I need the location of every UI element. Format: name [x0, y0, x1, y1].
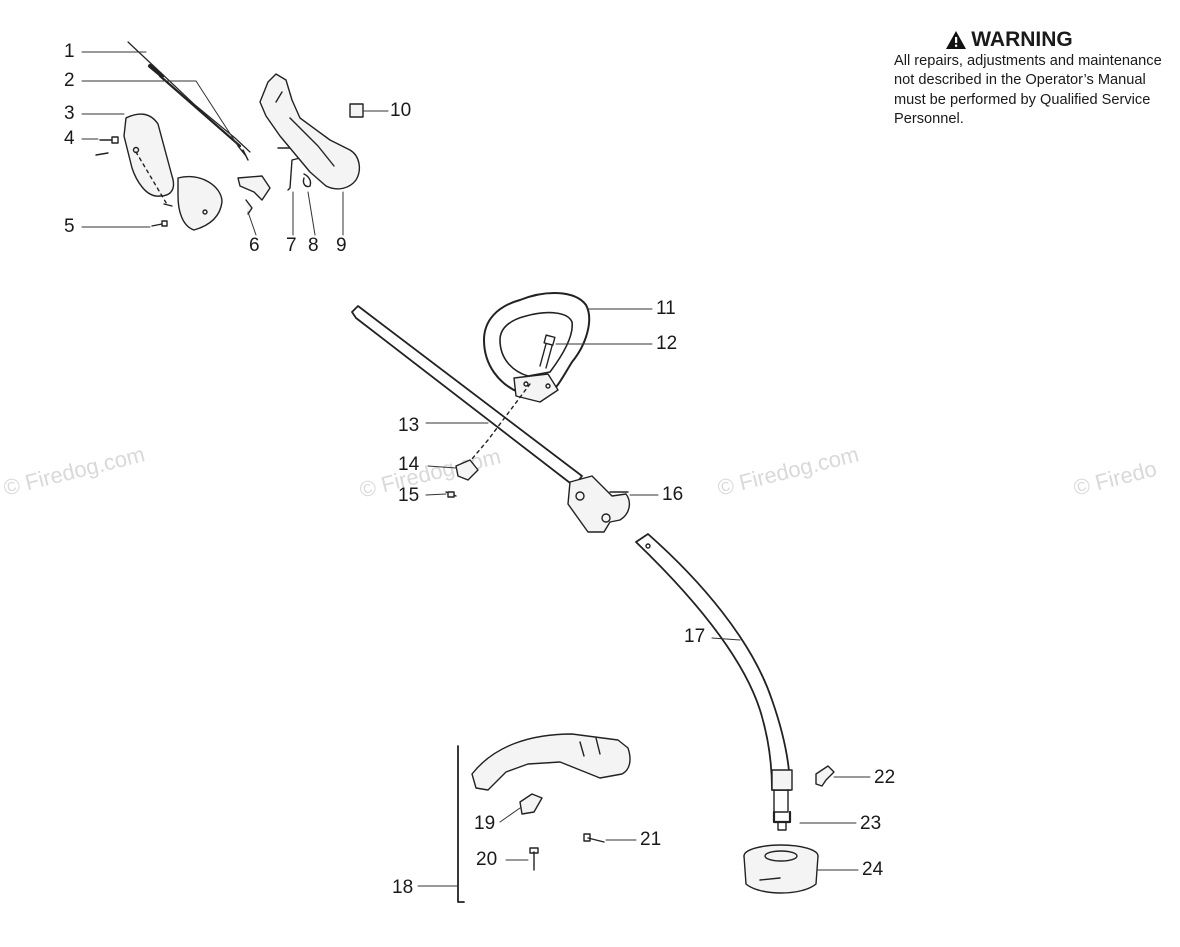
callout-17: 17 [684, 626, 706, 647]
callout-24: 24 [862, 859, 884, 880]
callout-6: 6 [249, 235, 260, 256]
trigger-6 [237, 175, 271, 215]
front-handle-11 [483, 292, 591, 403]
callout-2: 2 [64, 70, 75, 91]
warning-triangle-icon [946, 31, 967, 49]
throttle-cable [127, 41, 251, 161]
callout-20: 20 [476, 849, 498, 870]
callout-14: 14 [398, 454, 420, 475]
bolt-12 [465, 334, 556, 467]
callout-10: 10 [390, 100, 412, 121]
coupler-16 [567, 475, 631, 533]
callout-12: 12 [656, 333, 678, 354]
nut-10 [349, 103, 364, 118]
callout-9: 9 [336, 235, 347, 256]
callout-18: 18 [392, 877, 414, 898]
warning-text: All repairs, adjustments and maintenance… [894, 53, 1162, 128]
callout-8: 8 [308, 235, 319, 256]
callout-3: 3 [64, 103, 75, 124]
handle-9 [259, 73, 361, 190]
callout-19: 19 [474, 813, 496, 834]
lower-shaft-17 [635, 533, 793, 831]
warning-title: WARNING [971, 28, 1073, 51]
handle-housing-part [123, 113, 223, 231]
callout-16: 16 [662, 484, 684, 505]
guard-19 [471, 733, 631, 815]
callout-5: 5 [64, 216, 75, 237]
leader-lines [81, 51, 871, 887]
callout-23: 23 [860, 813, 882, 834]
callout-1: 1 [64, 41, 75, 62]
callout-22: 22 [874, 767, 896, 788]
bracket-18 [457, 745, 465, 903]
callout-15: 15 [398, 485, 420, 506]
head-parts [743, 765, 835, 894]
callout-7: 7 [286, 235, 297, 256]
callout-11: 11 [656, 298, 676, 319]
screws-20-21 [529, 833, 605, 871]
screws-4-5 [95, 136, 173, 227]
warning-heading: WARNING [854, 28, 1164, 52]
callout-4: 4 [64, 128, 75, 149]
callout-13: 13 [398, 415, 420, 436]
warning-notice: WARNING All repairs, adjustments and mai… [894, 28, 1164, 130]
clamp-14-15 [445, 459, 479, 498]
callout-21: 21 [640, 829, 662, 850]
